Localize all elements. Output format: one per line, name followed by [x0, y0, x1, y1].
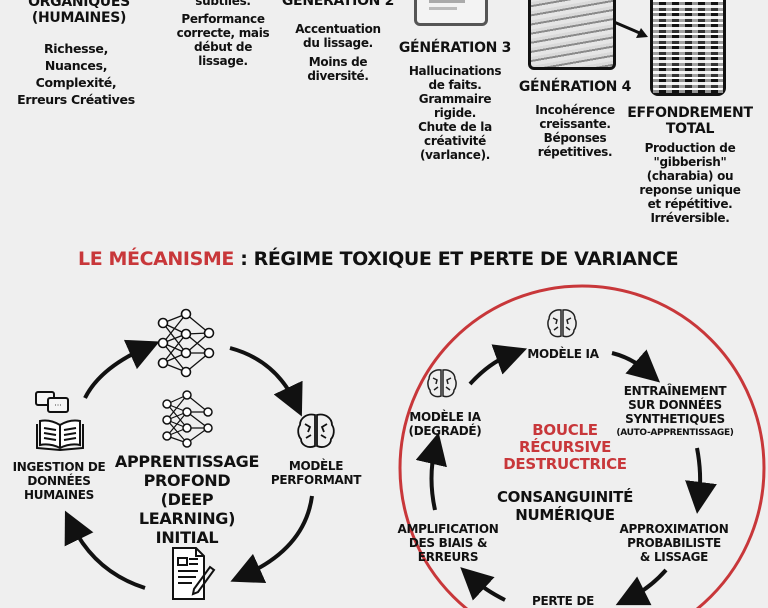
- node-model-degraded: MODÈLE IA (DEGRADÉ): [400, 410, 490, 438]
- stage-gen3-title: GÉNÉRATION 3: [398, 40, 512, 56]
- desc-line: "gibberish": [653, 155, 727, 169]
- desc-line: diversité.: [307, 69, 369, 83]
- stage-gen4-desc: Incohérence creissante. Béponses répetit…: [520, 103, 630, 159]
- desc-line: Production de: [644, 141, 736, 155]
- stage-title-line: EFFONDREMENT: [627, 105, 753, 121]
- node-label-line: (DEGRADÉ): [408, 424, 482, 438]
- node-label-line: SUR DONNÉES: [628, 398, 722, 412]
- center-line: RÉCURSIVE: [518, 438, 612, 456]
- desc-line: Richesse,: [43, 41, 109, 56]
- node-label-line: PROBABILISTE: [627, 536, 721, 550]
- desc-line: correcte, mais: [176, 26, 270, 40]
- arrow-icon: [613, 20, 648, 38]
- center-line: DESTRUCTRICE: [503, 455, 627, 473]
- stage-gen4-title: GÉNÉRATION 4: [518, 79, 632, 95]
- center-line: (DEEP LEARNING): [138, 490, 236, 528]
- stage-gen2-title: GÉNÉRATION 2: [281, 0, 395, 9]
- book-chat-icon: ···: [35, 391, 84, 452]
- stage-gen3-desc: Hallucinations de faits. Grammaire rigid…: [400, 64, 510, 162]
- mechanism-title-red: LE MÉCANISME: [78, 248, 234, 270]
- node-label-line: INGESTION DE: [12, 460, 106, 474]
- stage-gen1: subtiles. Performance correcte, mais déb…: [170, 0, 276, 68]
- right-cycle-center-red: BOUCLE RÉCURSIVE DESTRUCTRICE: [500, 422, 630, 473]
- node-model-performant: MODÈLE PERFORMANT: [266, 459, 366, 487]
- node-sublabel: (AUTO-APPRENTISSAGE): [616, 428, 734, 438]
- desc-line: Nuances,: [44, 58, 108, 73]
- desc-line: (varlance).: [419, 148, 491, 162]
- neural-network-icon: [162, 390, 213, 448]
- svg-text:···: ···: [54, 401, 62, 410]
- center-line: APPRENTISSAGE: [114, 452, 260, 471]
- node-label-line: MODÈLE IA: [409, 410, 481, 424]
- gibberish-document-image: [650, 0, 726, 96]
- desc-line: Moins de: [308, 55, 368, 69]
- node-loss: PERTE DE: [531, 594, 594, 608]
- desc-line: Incohérence: [535, 103, 615, 117]
- document-pen-icon: [172, 547, 216, 600]
- right-cycle-center-black: CONSANGUINITÉ NUMÉRIQUE: [490, 488, 640, 524]
- brain-icon: [547, 309, 577, 338]
- desc-line: creissante.: [539, 117, 611, 131]
- desc-line: lissage.: [198, 54, 248, 68]
- brain-icon: [427, 369, 457, 398]
- desc-line: répetitives.: [537, 145, 613, 159]
- desc-line: Grammaire: [418, 92, 492, 106]
- node-label-line: SYNTHETIQUES: [625, 412, 725, 426]
- center-line: CONSANGUINITÉ: [496, 488, 634, 506]
- node-label-line: DES BIAIS &: [408, 536, 488, 550]
- node-label-line: PERFORMANT: [270, 473, 362, 487]
- desc-line: Béponses: [543, 131, 607, 145]
- node-label-line: ERREURS: [417, 550, 479, 564]
- stage-title-line: TOTAL: [665, 121, 715, 137]
- desc-line: créativité: [424, 134, 486, 148]
- mechanism-title-rest: : RÉGIME TOXIQUE ET PERTE DE VARIANCE: [233, 248, 679, 270]
- stage-collapse-desc: Production de "gibberish" (charabia) ou …: [635, 141, 745, 225]
- desc-line: rigide.: [434, 106, 476, 120]
- gen2-document-image: [414, 0, 488, 26]
- stage-collapse-title: EFFONDREMENT TOTAL: [625, 105, 755, 137]
- node-label-line: MODÈLE: [288, 459, 344, 473]
- desc-line: de faits.: [428, 78, 482, 92]
- desc-line: Chute de la: [418, 120, 492, 134]
- desc-line: Performance: [181, 12, 265, 26]
- desc-line: du lissage.: [303, 36, 373, 50]
- node-label-line: HUMAINES: [24, 488, 94, 502]
- left-cycle-arrows: [64, 339, 314, 590]
- desc-line: début de: [193, 40, 253, 54]
- desc-line: Hallucinations: [408, 64, 502, 78]
- desc-line: Irréversible.: [650, 211, 730, 225]
- node-training-synthetic: ENTRAÎNEMENT SUR DONNÉES SYNTHETIQUES (A…: [610, 384, 740, 440]
- desc-line: et répétitive.: [647, 197, 733, 211]
- node-label-line: ENTRAÎNEMENT: [623, 384, 727, 398]
- center-line: PROFOND: [143, 471, 231, 490]
- center-line: BOUCLE: [532, 421, 598, 439]
- left-cycle-center-title: APPRENTISSAGE PROFOND (DEEP LEARNING) IN…: [112, 452, 262, 547]
- stage-organic-desc: Richesse, Nuances, Complexité, Erreurs C…: [10, 40, 142, 108]
- desc-line: Complexité,: [35, 75, 117, 90]
- node-label-line: DONNÉES: [27, 474, 91, 488]
- node-model-ia: MODÈLE IA: [527, 347, 599, 361]
- desc-line: Accentuation: [295, 22, 381, 36]
- desc-line: Erreurs Créatives: [17, 92, 135, 107]
- mechanism-title: LE MÉCANISME : RÉGIME TOXIQUE ET PERTE D…: [78, 248, 718, 270]
- neural-network-icon: [157, 308, 215, 378]
- node-label-line: & LISSAGE: [639, 550, 709, 564]
- node-ingestion: INGESTION DE DONNÉES HUMAINES: [5, 460, 113, 502]
- node-label-line: APPROXIMATION: [619, 522, 729, 536]
- node-approximation: APPROXIMATION PROBABILISTE & LISSAGE: [618, 522, 730, 564]
- stage-title-line: ORGANIQUES: [28, 0, 130, 10]
- center-line: INITIAL: [155, 528, 219, 547]
- node-label-line: AMPLIFICATION: [397, 522, 499, 536]
- node-amplification: AMPLIFICATION DES BIAIS & ERREURS: [388, 522, 508, 564]
- stage-title-line: (HUMAINES): [31, 10, 127, 26]
- desc-line: subtiles.: [195, 0, 251, 8]
- brain-icon: [297, 413, 335, 448]
- stage-organic-title: ORGANIQUES (HUMAINES): [14, 0, 144, 26]
- desc-line: (charabia) ou: [646, 169, 734, 183]
- desc-line: reponse unique: [639, 183, 741, 197]
- center-line: NUMÉRIQUE: [515, 506, 615, 524]
- gen3-document-image: [528, 0, 616, 70]
